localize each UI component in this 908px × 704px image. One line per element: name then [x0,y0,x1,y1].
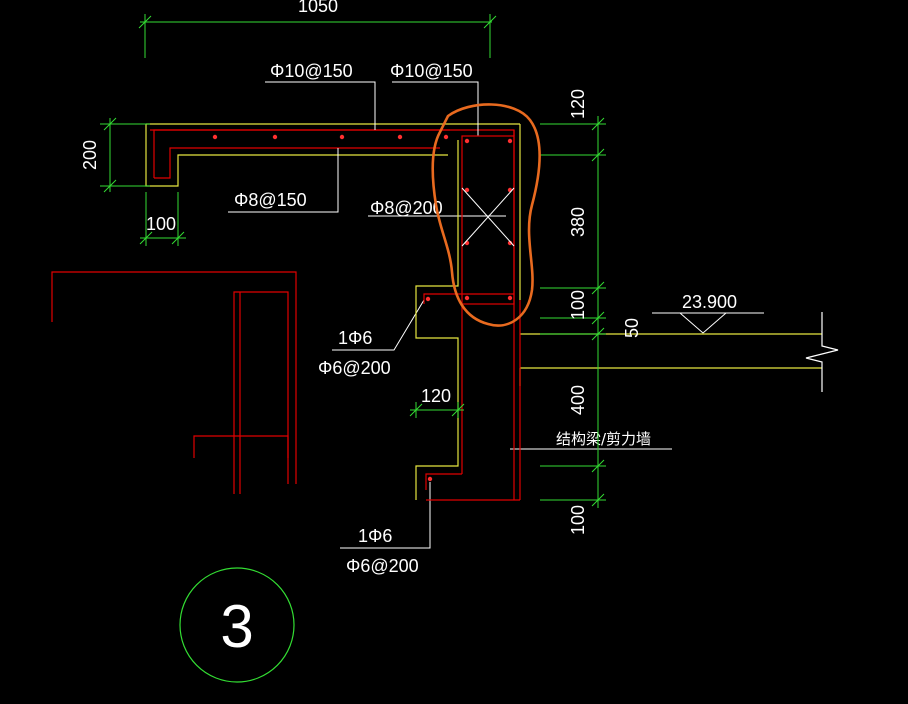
label-slab-distribution-rebar: Φ8@150 [234,190,307,210]
beam-wall-rebar [423,130,521,501]
left-red-sketch [51,271,297,494]
dimension-beam-bottom-label: 100 [568,290,588,320]
beam-wall-outline [415,124,822,500]
dimension-beam-depth-label: 380 [568,207,588,237]
dimension-wall-height-label: 400 [568,385,588,415]
dimension-step-width-label: 120 [421,386,451,406]
detail-number-circle [179,567,295,683]
slab-rebar [150,129,515,179]
beam-section-cross [461,187,515,247]
structure-label: 结构梁/剪力墙 [556,430,651,448]
dimension-gap-label: 50 [622,318,642,338]
detail-number-label: 3 [220,593,253,660]
beam-rebar-dots [425,138,513,482]
label-lower-ledge-stirrup: Φ6@200 [346,556,419,576]
dimension-beam-top-label: 120 [568,89,588,119]
dimension-lower-lip-label: 100 [568,505,588,535]
dimension-slab-thickness-label: 200 [80,140,100,170]
highlight-markup [431,103,541,327]
slab-rebar-dots [212,134,449,140]
elevation-label: 23.900 [682,292,737,312]
dimension-total-width-label: 1050 [298,0,338,16]
dimension-lip-width [139,192,186,246]
label-beam-stirrup: Φ8@200 [370,198,443,218]
label-upper-ledge-bar: 1Φ6 [338,328,372,348]
slab-outline [145,123,520,187]
break-symbol [805,312,839,392]
label-slab-top-rebar: Φ10@150 [270,61,353,81]
dimension-lip-width-label: 100 [146,214,176,234]
dimension-right-chain [540,116,606,508]
dimension-total-width [138,14,497,58]
dimension-slab-thickness [100,117,150,193]
dimension-step-width [409,402,465,418]
leader-lines [228,81,764,549]
label-beam-top-rebar: Φ10@150 [390,61,473,81]
label-lower-ledge-bar: 1Φ6 [358,526,392,546]
label-upper-ledge-stirrup: Φ6@200 [318,358,391,378]
